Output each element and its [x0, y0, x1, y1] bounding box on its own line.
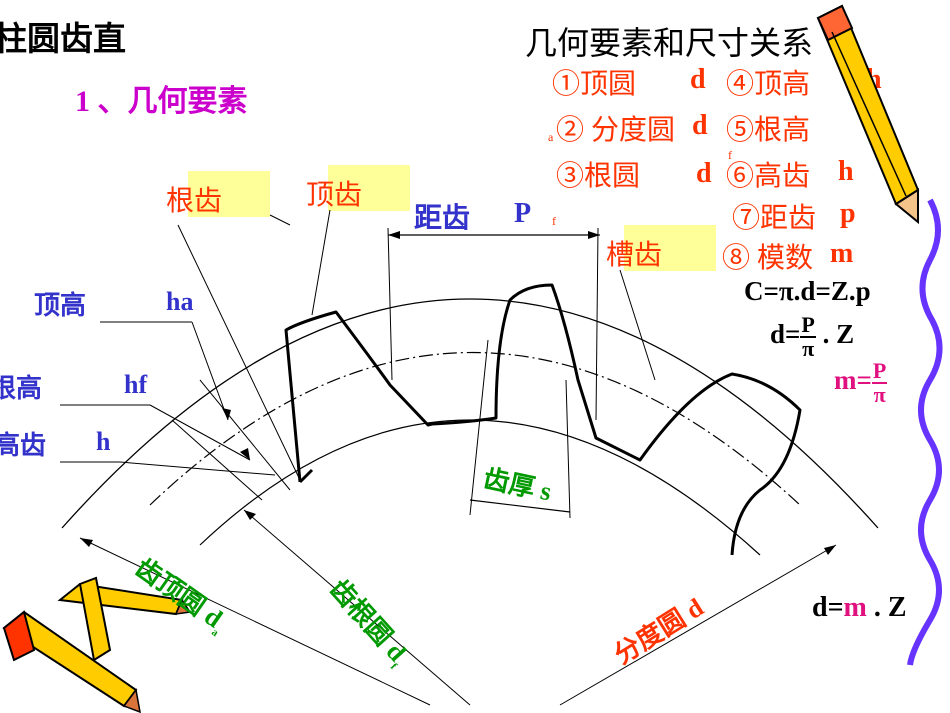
- slot-highlight: [624, 225, 716, 271]
- pencil-top-right-icon: [816, 4, 920, 225]
- leader-root-tooth: [177, 224, 301, 481]
- list-num: ④: [726, 69, 755, 100]
- label-pitch-sub: f: [552, 214, 556, 228]
- gear-teeth-profile: [284, 283, 802, 556]
- label-slot: 槽齿: [606, 240, 663, 271]
- list-item-4: ④顶高: [726, 62, 810, 102]
- leader-dedendum: [149, 404, 251, 461]
- leader-height: [119, 461, 276, 476]
- label-pitch: 距齿: [414, 203, 471, 234]
- formula-d-final: d=m . Z: [812, 592, 907, 624]
- list-num: ③: [556, 161, 585, 192]
- list-num: ①: [552, 69, 581, 100]
- formula-circumference: C=π.d=Z.p: [744, 276, 871, 306]
- fraction-numerator: P: [800, 312, 816, 338]
- label-top-tooth: 顶齿: [306, 180, 363, 211]
- list-name: 顶圆: [580, 69, 637, 100]
- section-heading: 1 、几何要素: [75, 85, 248, 118]
- thickness-ext-right: [565, 379, 571, 519]
- list-item-2: ② 分度圆: [556, 108, 675, 148]
- formula-d-final-lhs: d=: [812, 592, 844, 623]
- list-num: ⑤: [726, 115, 755, 146]
- list-sub-f: f: [728, 148, 732, 162]
- list-name: 距齿: [760, 203, 817, 234]
- pitch-arrow-left: [388, 231, 400, 239]
- wavy-border: [907, 198, 943, 666]
- list-item-8: ⑧ 模数: [722, 236, 813, 276]
- label-addendum: 顶高: [34, 291, 87, 320]
- list-sym-2: d: [692, 110, 708, 141]
- list-name: 根高: [754, 115, 811, 146]
- pitch-ext-left: [387, 227, 393, 381]
- label-dedendum-sym: hf: [124, 370, 148, 399]
- fraction-denominator: π: [873, 382, 886, 407]
- list-item-7: ⑦距齿: [732, 196, 816, 236]
- root-tooth-highlight: [188, 171, 270, 217]
- label-pitch-sym: P: [514, 198, 532, 229]
- tip-diameter-line: [79, 537, 431, 706]
- arrow-2: [240, 448, 250, 460]
- fraction-numerator: P: [871, 358, 888, 384]
- list-sub-a: a: [548, 130, 554, 144]
- list-name: 模数: [757, 243, 814, 274]
- top-tooth-highlight: [328, 165, 410, 211]
- label-root-tooth: 根齿: [166, 186, 223, 217]
- pitch-circle-arc: [149, 352, 801, 506]
- list-sym-1: d: [690, 64, 706, 95]
- radial-line-1: [199, 379, 291, 491]
- thickness-dimension-line: [469, 499, 571, 513]
- label-height-sym: h: [96, 427, 111, 456]
- list-item-3: ③根圆: [556, 154, 640, 194]
- pitch-diameter-arrow: [824, 545, 836, 555]
- label-height: 高齿: [0, 431, 47, 460]
- pitch-arrow-right: [588, 231, 600, 239]
- list-num: ②: [556, 115, 585, 146]
- list-item-6: ⑥高齿: [726, 154, 810, 194]
- root-diameter-arrow: [244, 510, 256, 520]
- tip-diameter-arrow: [80, 538, 93, 547]
- list-item-5: ⑤根高: [726, 108, 810, 148]
- radial-line-2: [171, 419, 263, 501]
- list-num: ⑧: [722, 243, 751, 274]
- label-addendum-sym: ha: [166, 287, 194, 316]
- pencils-bottom-left-icon: [2, 576, 192, 713]
- thickness-ext-left: [469, 339, 489, 516]
- list-item-1: ①顶圆: [552, 62, 636, 102]
- list-sym-6: h: [838, 156, 854, 187]
- leader-top-tooth: [311, 209, 331, 316]
- list-name: 分度圆: [591, 115, 676, 146]
- fraction-denominator: π: [802, 336, 815, 361]
- formula-d-rhs: . Z: [822, 319, 855, 350]
- formula-d-final-rhs: . Z: [866, 592, 907, 623]
- formula-d-lhs: d=: [770, 319, 801, 350]
- list-num: ⑦: [732, 203, 761, 234]
- list-name: 高齿: [754, 161, 811, 192]
- leader-root-tooth-2: [269, 214, 291, 226]
- page-title: 柱圆齿直: [0, 22, 126, 58]
- root-diameter-line: [243, 509, 471, 706]
- list-name: 根圆: [584, 161, 641, 192]
- arrow-1: [222, 408, 231, 420]
- root-circle-arc: [199, 419, 761, 556]
- leader-addendum: [191, 321, 229, 421]
- list-num: ⑥: [726, 161, 755, 192]
- label-dedendum: 根高: [0, 374, 43, 403]
- list-name: 顶高: [754, 69, 811, 100]
- formula-m-lhs: m=: [834, 365, 872, 396]
- leader-slot: [619, 269, 656, 381]
- list-sym-7: p: [840, 198, 856, 229]
- list-sym-3: d: [696, 158, 712, 189]
- pitch-diameter-line: [559, 544, 837, 706]
- pitch-ext-right: [595, 227, 599, 421]
- list-sym-8: m: [830, 238, 854, 269]
- tip-circle-arc: [61, 298, 879, 529]
- formula-d-final-m: m: [843, 592, 867, 623]
- tooth-root-edge: [298, 468, 314, 484]
- right-header: 几何要素和尺寸关系: [525, 25, 814, 61]
